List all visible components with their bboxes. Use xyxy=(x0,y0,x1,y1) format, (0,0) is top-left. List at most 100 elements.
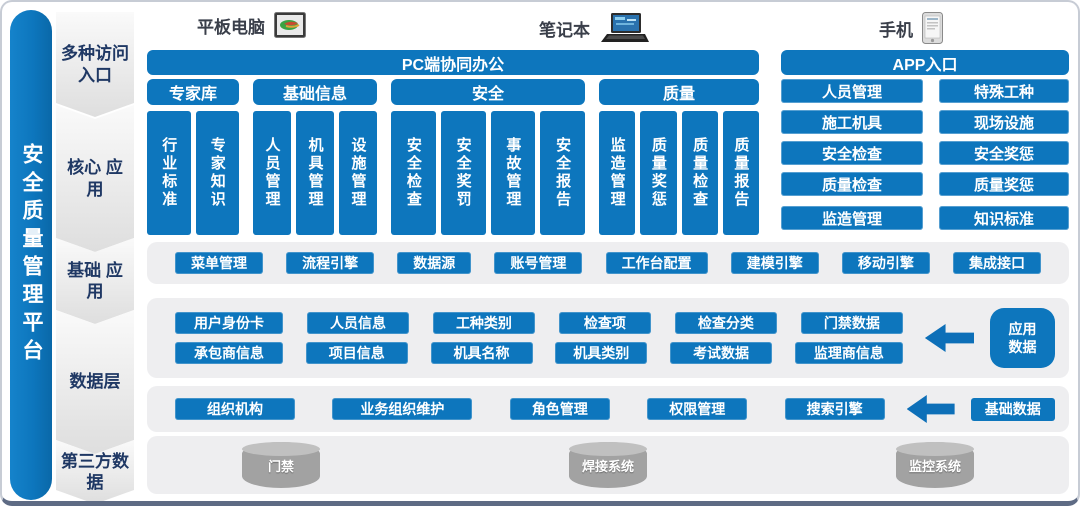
device-label: 手机 xyxy=(879,20,913,40)
layer-label-access: 多种访问 入口 xyxy=(56,12,134,117)
module-column: 事故管理 xyxy=(490,111,536,235)
base-app-button: 建模引擎 xyxy=(730,252,819,274)
app-data-grid: 用户身份卡 人员信息 工种类别 检查项 检查分类 门禁数据 承包商信息 项目信息… xyxy=(175,312,903,364)
module-column: 监造管理 xyxy=(599,111,636,235)
database-cylinder: 门禁 xyxy=(242,442,320,488)
data-button: 考试数据 xyxy=(670,342,773,364)
data-button: 监理商信息 xyxy=(794,342,903,364)
base-app-button: 菜单管理 xyxy=(175,252,263,274)
module-column: 质量奖惩 xyxy=(640,111,677,235)
data-button: 机具名称 xyxy=(430,342,533,364)
app-banner: APP入口 xyxy=(781,50,1069,75)
base-data-grid: 组织机构 业务组织维护 角色管理 权限管理 搜索引擎 xyxy=(175,398,885,420)
app-button: 施工机具 xyxy=(781,110,923,134)
tablet-icon xyxy=(274,12,306,38)
device-phone: 手机 xyxy=(879,12,943,44)
data-button: 门禁数据 xyxy=(800,312,903,334)
platform-title: 安全质量管理平台 xyxy=(20,143,43,367)
cylinder-label: 焊接系统 xyxy=(581,458,634,474)
data-button: 角色管理 xyxy=(509,398,610,420)
app-button: 现场设施 xyxy=(939,110,1069,134)
base-app-button: 流程引擎 xyxy=(286,252,375,274)
phone-icon xyxy=(922,12,943,44)
module-column: 安全报告 xyxy=(540,111,585,235)
data-button: 组织机构 xyxy=(175,398,295,420)
header-quality: 质量 xyxy=(599,79,759,105)
content-area: 平板电脑 笔记本 手机 xyxy=(147,8,1069,501)
base-app-button: 移动引擎 xyxy=(841,252,930,274)
app-button: 人员管理 xyxy=(781,79,923,103)
base-data-box: 基础数据 xyxy=(970,397,1055,421)
data-button: 用户身份卡 xyxy=(175,312,283,334)
module-column: 专家知识 xyxy=(195,111,239,235)
layer-label-text: 多种访问 入口 xyxy=(61,44,129,85)
header-safety: 安全 xyxy=(391,79,585,105)
app-button: 特殊工种 xyxy=(939,79,1069,103)
category-headers: 专家库 基础信息 安全 质量 xyxy=(147,79,759,105)
app-button: 安全检查 xyxy=(781,141,923,165)
module-columns: 行业标准 专家知识 人员管理 机具管理 设施管理 安全检查 安全奖罚 事故管理 … xyxy=(147,111,759,235)
layer-label-base-apps: 基础 应 用 xyxy=(56,238,134,324)
data-button: 权限管理 xyxy=(647,398,748,420)
data-button: 承包商信息 xyxy=(175,342,283,364)
device-label: 笔记本 xyxy=(539,20,590,40)
module-column: 安全奖罚 xyxy=(440,111,486,235)
layer-label-core-apps: 核心 应 用 xyxy=(56,105,134,252)
left-arrow-icon xyxy=(906,395,955,423)
base-app-button: 账号管理 xyxy=(494,252,583,274)
group-expert-library: 行业标准 专家知识 xyxy=(147,111,239,235)
data-button: 机具类别 xyxy=(555,342,648,364)
base-apps-band: 菜单管理 流程引擎 数据源 账号管理 工作台配置 建模引擎 移动引擎 集成接口 xyxy=(147,242,1069,284)
group-basic-info: 人员管理 机具管理 设施管理 xyxy=(253,111,377,235)
data-button: 项目信息 xyxy=(305,342,408,364)
header-expert-library: 专家库 xyxy=(147,79,239,105)
app-banner-label: APP入口 xyxy=(892,56,958,74)
app-button: 知识标准 xyxy=(939,206,1069,230)
base-app-button: 集成接口 xyxy=(952,252,1041,274)
module-column: 人员管理 xyxy=(253,111,291,235)
app-buttons: 人员管理 特殊工种 施工机具 现场设施 安全检查 安全奖惩 质量检查 质量奖惩 … xyxy=(781,79,1069,230)
layer-label-text: 第三方数 据 xyxy=(61,451,129,492)
app-button: 安全奖惩 xyxy=(939,141,1069,165)
device-tablet: 平板电脑 xyxy=(197,12,306,38)
cylinder-label: 监控系统 xyxy=(908,458,961,474)
platform-title-bar: 安全质量管理平台 xyxy=(10,10,52,500)
data-row: 承包商信息 项目信息 机具名称 机具类别 考试数据 监理商信息 xyxy=(175,342,903,364)
module-column: 行业标准 xyxy=(147,111,191,235)
base-data-band: 组织机构 业务组织维护 角色管理 权限管理 搜索引擎 基础数据 xyxy=(147,386,1069,432)
group-safety: 安全检查 安全奖罚 事故管理 安全报告 xyxy=(391,111,585,235)
base-app-button: 数据源 xyxy=(397,252,472,274)
left-arrow-icon xyxy=(924,324,975,352)
data-button: 检查项 xyxy=(558,312,651,334)
data-button: 检查分类 xyxy=(674,312,777,334)
database-cylinder: 焊接系统 xyxy=(569,442,647,488)
group-quality: 监造管理 质量奖惩 质量检查 质量报告 xyxy=(599,111,759,235)
app-data-box: 应用 数据 xyxy=(990,308,1055,368)
layer-label-text: 基础 应 用 xyxy=(67,260,123,301)
pc-banner: PC端协同办公 xyxy=(147,50,759,75)
data-button: 人员信息 xyxy=(306,312,409,334)
app-button: 质量奖惩 xyxy=(939,172,1069,196)
device-label: 平板电脑 xyxy=(197,17,265,37)
data-button: 搜索引擎 xyxy=(784,398,885,420)
data-button: 业务组织维护 xyxy=(332,398,473,420)
pc-banner-label: PC端协同办公 xyxy=(401,56,505,74)
layer-label-text: 核心 应 用 xyxy=(67,158,123,199)
cylinder-label: 门禁 xyxy=(267,458,294,474)
module-column: 机具管理 xyxy=(296,111,334,235)
module-column: 设施管理 xyxy=(339,111,377,235)
database-cylinder: 监控系统 xyxy=(896,442,974,488)
module-column: 质量检查 xyxy=(681,111,718,235)
layer-label-data-layer: 数据层 xyxy=(56,310,134,454)
data-row: 用户身份卡 人员信息 工种类别 检查项 检查分类 门禁数据 xyxy=(175,312,903,334)
app-button: 监造管理 xyxy=(781,206,923,230)
header-basic-info: 基础信息 xyxy=(253,79,377,105)
layer-label-text: 数据层 xyxy=(69,372,121,392)
app-data-band: 用户身份卡 人员信息 工种类别 检查项 检查分类 门禁数据 承包商信息 项目信息… xyxy=(147,298,1069,378)
laptop-icon xyxy=(601,13,649,42)
base-app-button: 工作台配置 xyxy=(605,252,708,274)
third-party-band: 门禁 焊接系统 监控系统 xyxy=(147,436,1069,494)
app-button: 质量检查 xyxy=(781,172,923,196)
module-column: 安全检查 xyxy=(391,111,436,235)
